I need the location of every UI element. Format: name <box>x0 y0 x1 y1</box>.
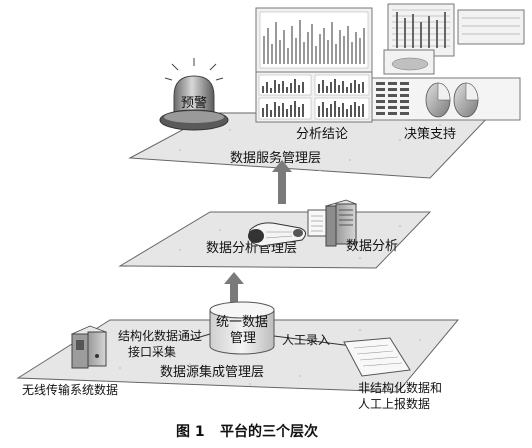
decision-support-dashboard-image <box>371 3 525 121</box>
manual-entry-label: 人工录入 <box>282 333 330 347</box>
bottom-layer-texture <box>119 329 421 385</box>
structured-data-label-line2: 接口采集 <box>128 344 176 359</box>
unified-database-label-line1: 统一数据 <box>216 315 268 330</box>
warning-label: 预警 <box>181 95 207 111</box>
connector-structured <box>189 333 211 341</box>
wireless-server-icon <box>70 325 108 369</box>
unstructured-document-icon <box>343 337 411 377</box>
analysis-dashboard-image <box>255 7 373 123</box>
warning-bell-icon <box>159 58 229 131</box>
structured-data-label-line1: 结构化数据通过 <box>118 328 202 343</box>
unified-database-label-line2: 管理 <box>230 331 256 346</box>
analysis-conclusion-label: 分析结论 <box>296 127 348 142</box>
arrow-middle-to-top <box>272 160 292 204</box>
unstructured-data-label-line2: 人工上报数据 <box>358 396 430 411</box>
figure-caption: 平台的三个层次 <box>220 423 318 440</box>
decision-support-label: 决策支持 <box>404 126 456 142</box>
arrow-bottom-to-middle <box>224 272 244 302</box>
data-analysis-label: 数据分析 <box>346 239 398 254</box>
top-layer-label: 数据服务管理层 <box>230 150 321 166</box>
document-roll-icon <box>248 222 306 247</box>
figure-number: 图 1 <box>176 424 205 440</box>
bottom-layer-label: 数据源集成管理层 <box>160 364 264 380</box>
analysis-server-icon <box>307 199 358 247</box>
middle-layer-label: 数据分析管理层 <box>206 241 297 256</box>
unstructured-data-label-line1: 非结构化数据和 <box>358 380 442 395</box>
connector-manual-entry <box>273 335 353 347</box>
top-layer-texture <box>179 124 441 171</box>
wireless-data-label: 无线传输系统数据 <box>22 382 118 397</box>
unified-database-icon <box>209 301 275 355</box>
